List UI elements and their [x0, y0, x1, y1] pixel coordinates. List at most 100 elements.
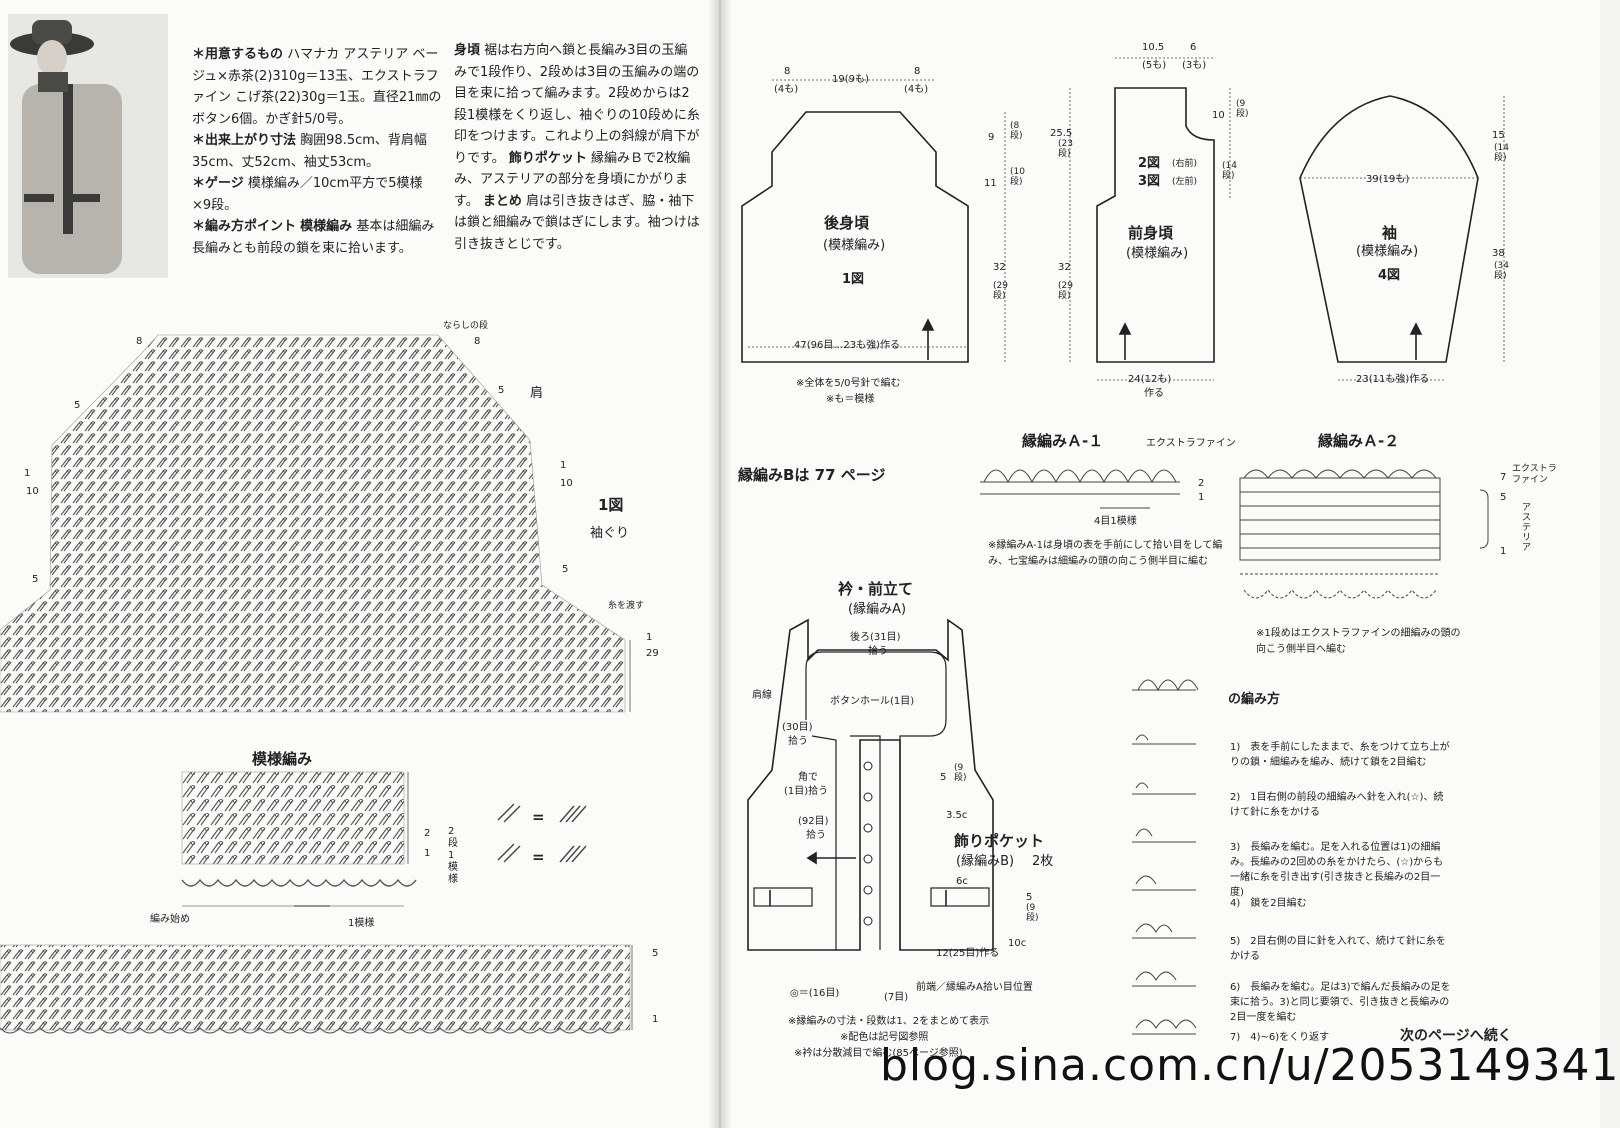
front-h-low: 32 [1058, 262, 1071, 273]
row-mark-5-left: 5 [74, 400, 81, 411]
edge-a1-repeat: 4目1模様 [1094, 516, 1137, 527]
front-fig1n: (右前) [1172, 159, 1198, 169]
edge-a2-r7: 7 [1500, 472, 1507, 483]
row-mark-29: 29 [646, 648, 659, 659]
crochet-chart-1 [0, 334, 633, 1034]
bottom-chart-band [0, 944, 631, 1034]
intro-text-col2: 身頃 裾は右方向へ鎖と長編み3目の玉編みで1段作り、2段めは3目の玉編みの端の目… [454, 40, 700, 255]
back-h2b: (10段) [1010, 167, 1025, 187]
howto-step-6: 6) 長編みを編む。足は3)で編んだ長編みの足を束に拾う。3)と同じ要領で、引き… [1230, 982, 1451, 1023]
sleeve-cap: 15 [1492, 130, 1505, 141]
back-top-left: 8 [784, 66, 791, 77]
shoulder-label: 肩 [530, 386, 544, 401]
front-bottom: 24(12も) [1128, 374, 1172, 385]
next-page-note: 次のページへ続く [1400, 1028, 1512, 1044]
armhole-label: 袖ぐり [590, 526, 630, 541]
sleeve-fig: 4図 [1378, 268, 1401, 283]
row-mark-5-bottom: 5 [652, 948, 659, 959]
front-body-outline [1096, 87, 1215, 363]
front-fig1: 2図 [1138, 156, 1161, 171]
back-h3: 32 [993, 262, 1006, 273]
edge-a2-r5: 5 [1500, 492, 1507, 503]
front-title: 前身頃 [1128, 224, 1174, 242]
finish-title: まとめ [482, 193, 522, 209]
sleeve-len-b: (34段) [1494, 261, 1509, 281]
row-mark-5-right2: 5 [562, 564, 569, 575]
collar-note2: ※配色は記号図参照 [840, 1032, 929, 1043]
symbol-legend [497, 803, 587, 863]
back-top-right: 8 [914, 66, 921, 77]
sleeve-outline [1299, 95, 1479, 363]
howto-step-5: 5) 2目右側の目に針を入れて、続けて針に糸をかける [1230, 936, 1446, 962]
pocket-text: 縁編みＢで2枚編み、アステリアの部分を身頃にかがります。 [454, 150, 691, 209]
legend-eq-1: = [532, 808, 545, 826]
edge-a2-chart [1239, 469, 1489, 599]
back-fig: 1図 [842, 272, 865, 287]
pocket-title: 飾りポケット [954, 832, 1045, 850]
row-mark-10-right: 10 [560, 478, 573, 489]
pattern-row-1: 1 [424, 848, 431, 859]
back-note1: ※全体を5/0号針で編む [796, 378, 901, 389]
edge-a1-note: ※縁編みA-1は身頃の表を手前にして拾い目をして編み、七宝編みは細編みの頭の向こ… [988, 540, 1223, 567]
front-top-b2: (3も) [1182, 60, 1207, 71]
front-top-b: 6 [1190, 42, 1197, 53]
front-h-low-b: (29段) [1058, 281, 1073, 301]
edge-b-note: 縁編みBは 77 ページ [738, 466, 886, 484]
materials-title: ＊用意するもの [192, 47, 284, 62]
back-h1: 9 [988, 132, 995, 143]
edge-a2-note: ※1段めはエクストラファインの細編みの頭の向こう側半目へ編む [1256, 628, 1461, 655]
collar-pick92b: 拾う [806, 830, 826, 841]
row-mark-1-right2: 1 [646, 632, 653, 643]
sleeve-cap-b: (14段) [1494, 143, 1509, 163]
front-sub: (模様編み) [1126, 246, 1189, 261]
body-title: 身頃 [454, 43, 481, 58]
collar-shoulder: 肩線 [752, 690, 772, 701]
pattern-sample [181, 771, 417, 907]
edge-a2-yarn2: アステリア [1522, 503, 1532, 553]
back-top-right2: (4も) [904, 84, 929, 95]
collar-c35: 3.5c [946, 810, 968, 821]
back-sub: (模様編み) [823, 238, 886, 253]
front-h-total: 25.5 [1050, 128, 1073, 139]
back-bottom: 47(96目…23も強)作る [794, 340, 900, 351]
front-top-a2: (5も) [1142, 60, 1167, 71]
collar-p7: (7目) [884, 992, 909, 1003]
row-mark-5-right: 5 [498, 385, 505, 396]
collar-corner2: (1目)拾う [784, 786, 829, 797]
howto-step-3: 3) 長編みを編む。足を入れる位置は1)の細編み。長編みの2回めの糸をかけたら、… [1230, 842, 1444, 898]
collar-note3: ※衿は分散減目で編む(85ページ参照) [794, 1048, 963, 1059]
back-title: 後身頃 [824, 214, 870, 232]
collar-buttonhole: ボタンホール(1目) [830, 696, 915, 707]
pocket-c10: 10c [1008, 938, 1027, 949]
chart1-title: 1図 [598, 496, 624, 514]
gauge-body: 模様編み／10cm平方で5模様 ×9段。 [192, 176, 423, 213]
sleeve-sub: (模様編み) [1356, 244, 1419, 259]
row-mark-8-right: 8 [474, 336, 481, 347]
front-h-neck: 10 [1212, 110, 1225, 121]
pocket-c6: 6c [956, 876, 968, 887]
front-top-a: 10.5 [1142, 42, 1165, 53]
collar-back2: 拾う [868, 646, 888, 657]
collar-front-edge: 前端／縁編みA拾い目位置 [916, 982, 1033, 993]
collar-p16: ◎＝(16目) [790, 988, 840, 999]
edge-a1-chart [980, 469, 1180, 509]
model-photo [8, 14, 168, 278]
size-title: ＊出来上がり寸法 [192, 133, 297, 148]
row-mark-1-bottom: 1 [652, 1014, 659, 1025]
howto-step-4: 4) 鎖を2目編む [1230, 898, 1307, 909]
pattern-rows: 2段1模様 [448, 826, 458, 885]
legend-eq-2: = [532, 848, 545, 866]
pocket-count: 2枚 [1032, 854, 1054, 869]
finish-text: 肩は引き抜きはぎ、脇・袖下は鎖と細編みで鎖はぎにします。袖つけは引き抜きとじです… [454, 193, 700, 252]
sleeve-width: 39(19も) [1366, 174, 1410, 185]
front-h-total-b: (23段) [1058, 139, 1073, 159]
edge-a2-r1: 1 [1500, 546, 1507, 557]
row-mark-5-left2: 5 [32, 574, 39, 585]
front-fig2: 3図 [1138, 174, 1161, 189]
edge-a1-r1: 1 [1198, 492, 1205, 503]
body-text: 裾は右方向へ鎖と長編み3目の玉編みで1段作り、2段めは3目の玉編みの端の目を束に… [454, 43, 700, 166]
pattern-start: 編み始め [150, 914, 190, 925]
front-h-neck-b: (9段) [1236, 99, 1249, 119]
collar-corner: 角で [798, 772, 818, 783]
